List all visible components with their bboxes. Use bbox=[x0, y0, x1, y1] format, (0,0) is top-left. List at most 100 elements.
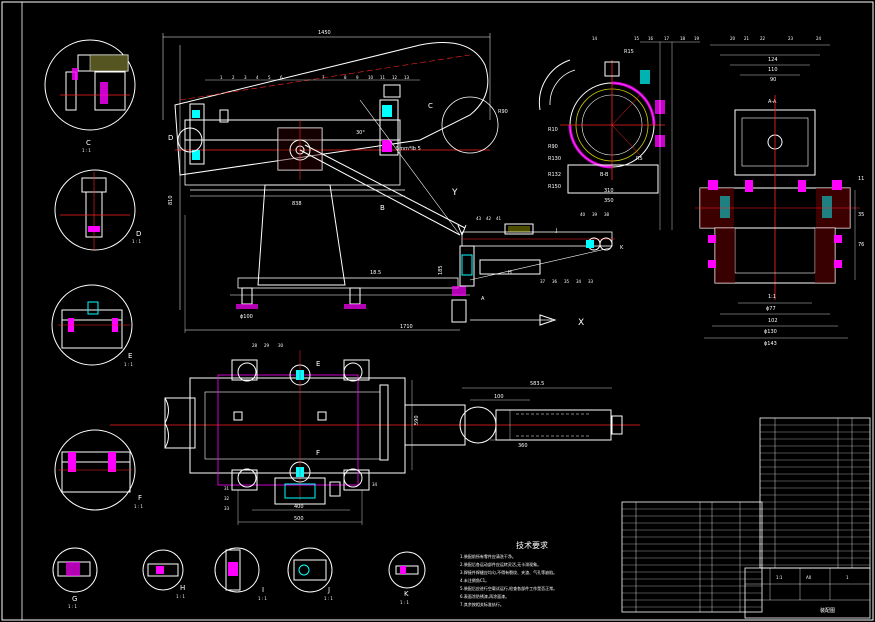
svg-text:6: 6 bbox=[280, 75, 283, 80]
detail-k-label: K bbox=[404, 590, 409, 598]
r-label-15: R15 bbox=[624, 49, 634, 55]
svg-text:9: 9 bbox=[356, 75, 359, 80]
detail-k-scale: 1 : 1 bbox=[400, 600, 409, 605]
detail-f-label: F bbox=[138, 494, 142, 502]
svg-text:33: 33 bbox=[588, 279, 594, 284]
detail-g-scale: 1 : 1 bbox=[68, 604, 77, 609]
svg-text:1: 1 bbox=[220, 75, 223, 80]
svg-text:2: 2 bbox=[232, 75, 235, 80]
svg-text:33: 33 bbox=[224, 506, 230, 511]
aa-dim-143: ϕ143 bbox=[764, 341, 777, 347]
detail-d-label: D bbox=[136, 230, 141, 238]
plan-dim-500: 500 bbox=[294, 516, 304, 522]
front-label-c: C bbox=[428, 102, 433, 110]
svg-text:7: 7 bbox=[322, 75, 325, 80]
axis-y: Y bbox=[451, 188, 458, 198]
aa-dim-124: 124 bbox=[768, 57, 778, 63]
detail-f-scale: 1 : 1 bbox=[134, 504, 143, 509]
dim-height: 810 bbox=[168, 195, 174, 205]
plan-view: E F 583.5 100 360 590 400 500 28 29 30 3… bbox=[110, 343, 640, 525]
detail-g-label: G bbox=[72, 595, 77, 603]
aa-title: A-A bbox=[768, 99, 777, 105]
aa-dim-77: ϕ77 bbox=[766, 306, 776, 312]
title-drawing-name: 装配图 bbox=[820, 607, 835, 614]
dim-top: 1450 bbox=[318, 30, 331, 36]
detail-e: E 1 : 1 bbox=[51, 284, 133, 367]
r-label-130: R130 bbox=[548, 156, 561, 162]
detail-j: J 1 : 1 bbox=[287, 547, 333, 601]
note-line-1: 1.装配前所有零件应清洗干净。 bbox=[460, 553, 516, 559]
svg-text:36: 36 bbox=[552, 279, 558, 284]
title-scale: 1:1 bbox=[776, 575, 783, 580]
svg-text:28: 28 bbox=[252, 343, 258, 348]
front-label-k: K bbox=[620, 245, 624, 251]
svg-text:37: 37 bbox=[540, 279, 546, 284]
plan-label-e: E bbox=[316, 360, 320, 368]
detail-g: G 1 : 1 bbox=[52, 547, 98, 609]
aa-dim-102: 102 bbox=[768, 318, 778, 324]
svg-text:3: 3 bbox=[244, 75, 247, 80]
note-line-5: 5.装配后应进行空载试运行,检查各部件工作是否正常。 bbox=[460, 585, 557, 591]
front-view: 1450 838 bbox=[162, 30, 624, 333]
svg-text:16: 16 bbox=[648, 36, 654, 41]
svg-text:20: 20 bbox=[730, 36, 736, 41]
svg-text:5: 5 bbox=[268, 75, 271, 80]
plan-dim-400: 400 bbox=[294, 504, 304, 510]
section-bb-wide: 350 bbox=[604, 198, 614, 204]
svg-text:32: 32 bbox=[224, 496, 230, 501]
plan-label-f: F bbox=[316, 449, 320, 457]
svg-text:21: 21 bbox=[744, 36, 750, 41]
detail-h: H 1 : 1 bbox=[142, 549, 185, 599]
dim-base: ϕ100 bbox=[240, 314, 253, 320]
svg-text:11: 11 bbox=[380, 75, 386, 80]
title-sheet: 1 bbox=[846, 575, 849, 580]
front-part-numbers-top: 1 2 3 4 5 6 7 8 9 10 11 12 13 bbox=[205, 75, 420, 81]
svg-text:23: 23 bbox=[788, 36, 794, 41]
detail-d-scale: 1 : 1 bbox=[132, 239, 141, 244]
note-line-3: 3.焊接件焊缝应均匀,不得有裂纹、夹渣、气孔等缺陷。 bbox=[460, 569, 557, 575]
detail-h-scale: 1 : 1 bbox=[176, 594, 185, 599]
section-bb-title: B-B bbox=[600, 172, 609, 178]
svg-text:43: 43 bbox=[476, 216, 482, 221]
front-label-j: J bbox=[555, 228, 557, 234]
aa-scale: 1:1 bbox=[768, 294, 776, 300]
dim-bottom: 1710 bbox=[400, 324, 413, 330]
svg-text:12: 12 bbox=[392, 75, 398, 80]
note-line-6: 6.表面涂防锈漆,再涂面漆。 bbox=[460, 593, 509, 599]
detail-e-label: E bbox=[128, 352, 132, 360]
dim-side: 185 bbox=[438, 265, 444, 275]
detail-k: K 1 : 1 bbox=[388, 551, 426, 605]
svg-text:39: 39 bbox=[592, 212, 598, 217]
front-label-h: H bbox=[508, 270, 512, 276]
svg-text:14: 14 bbox=[592, 36, 598, 41]
front-label-d: D bbox=[168, 134, 173, 142]
svg-text:4: 4 bbox=[256, 75, 259, 80]
svg-text:19: 19 bbox=[694, 36, 700, 41]
parts-list: 1:1 A0 1 装配图 bbox=[621, 417, 871, 619]
aa-dim-90: 90 bbox=[770, 77, 776, 83]
front-label-b: B bbox=[380, 204, 385, 212]
plan-dim-583: 583.5 bbox=[530, 381, 544, 387]
svg-text:42: 42 bbox=[486, 216, 492, 221]
svg-text:31: 31 bbox=[224, 486, 230, 491]
technical-notes: 技术要求 1.装配前所有零件应清洗干净。 2.装配后各运动部件应运转灵活,无卡滞… bbox=[460, 540, 557, 607]
dim-mid: 838 bbox=[292, 201, 302, 207]
detail-c: C 1 : 1 bbox=[44, 39, 136, 153]
svg-text:13: 13 bbox=[404, 75, 410, 80]
detail-j-scale: 1 : 1 bbox=[324, 596, 333, 601]
title-ratio: A0 bbox=[806, 575, 812, 580]
detail-d: D 1 : 1 bbox=[54, 169, 141, 251]
section-b-b: B-B 310 350 R15 R10 R90 R130 R132 R150 R… bbox=[538, 36, 700, 230]
plan-dim-100: 100 bbox=[494, 394, 504, 400]
front-note: 5mm*lb 5 bbox=[396, 146, 421, 152]
detail-e-scale: 1 : 1 bbox=[124, 362, 133, 367]
front-label-a: A bbox=[481, 296, 485, 302]
detail-i: I 1 : 1 bbox=[214, 547, 267, 601]
notes-title: 技术要求 bbox=[516, 540, 548, 550]
r-label-150: R150 bbox=[548, 184, 561, 190]
svg-text:10: 10 bbox=[368, 75, 374, 80]
svg-text:34: 34 bbox=[576, 279, 582, 284]
svg-text:35: 35 bbox=[564, 279, 570, 284]
note-line-4: 4.未注倒角C1。 bbox=[460, 577, 489, 583]
